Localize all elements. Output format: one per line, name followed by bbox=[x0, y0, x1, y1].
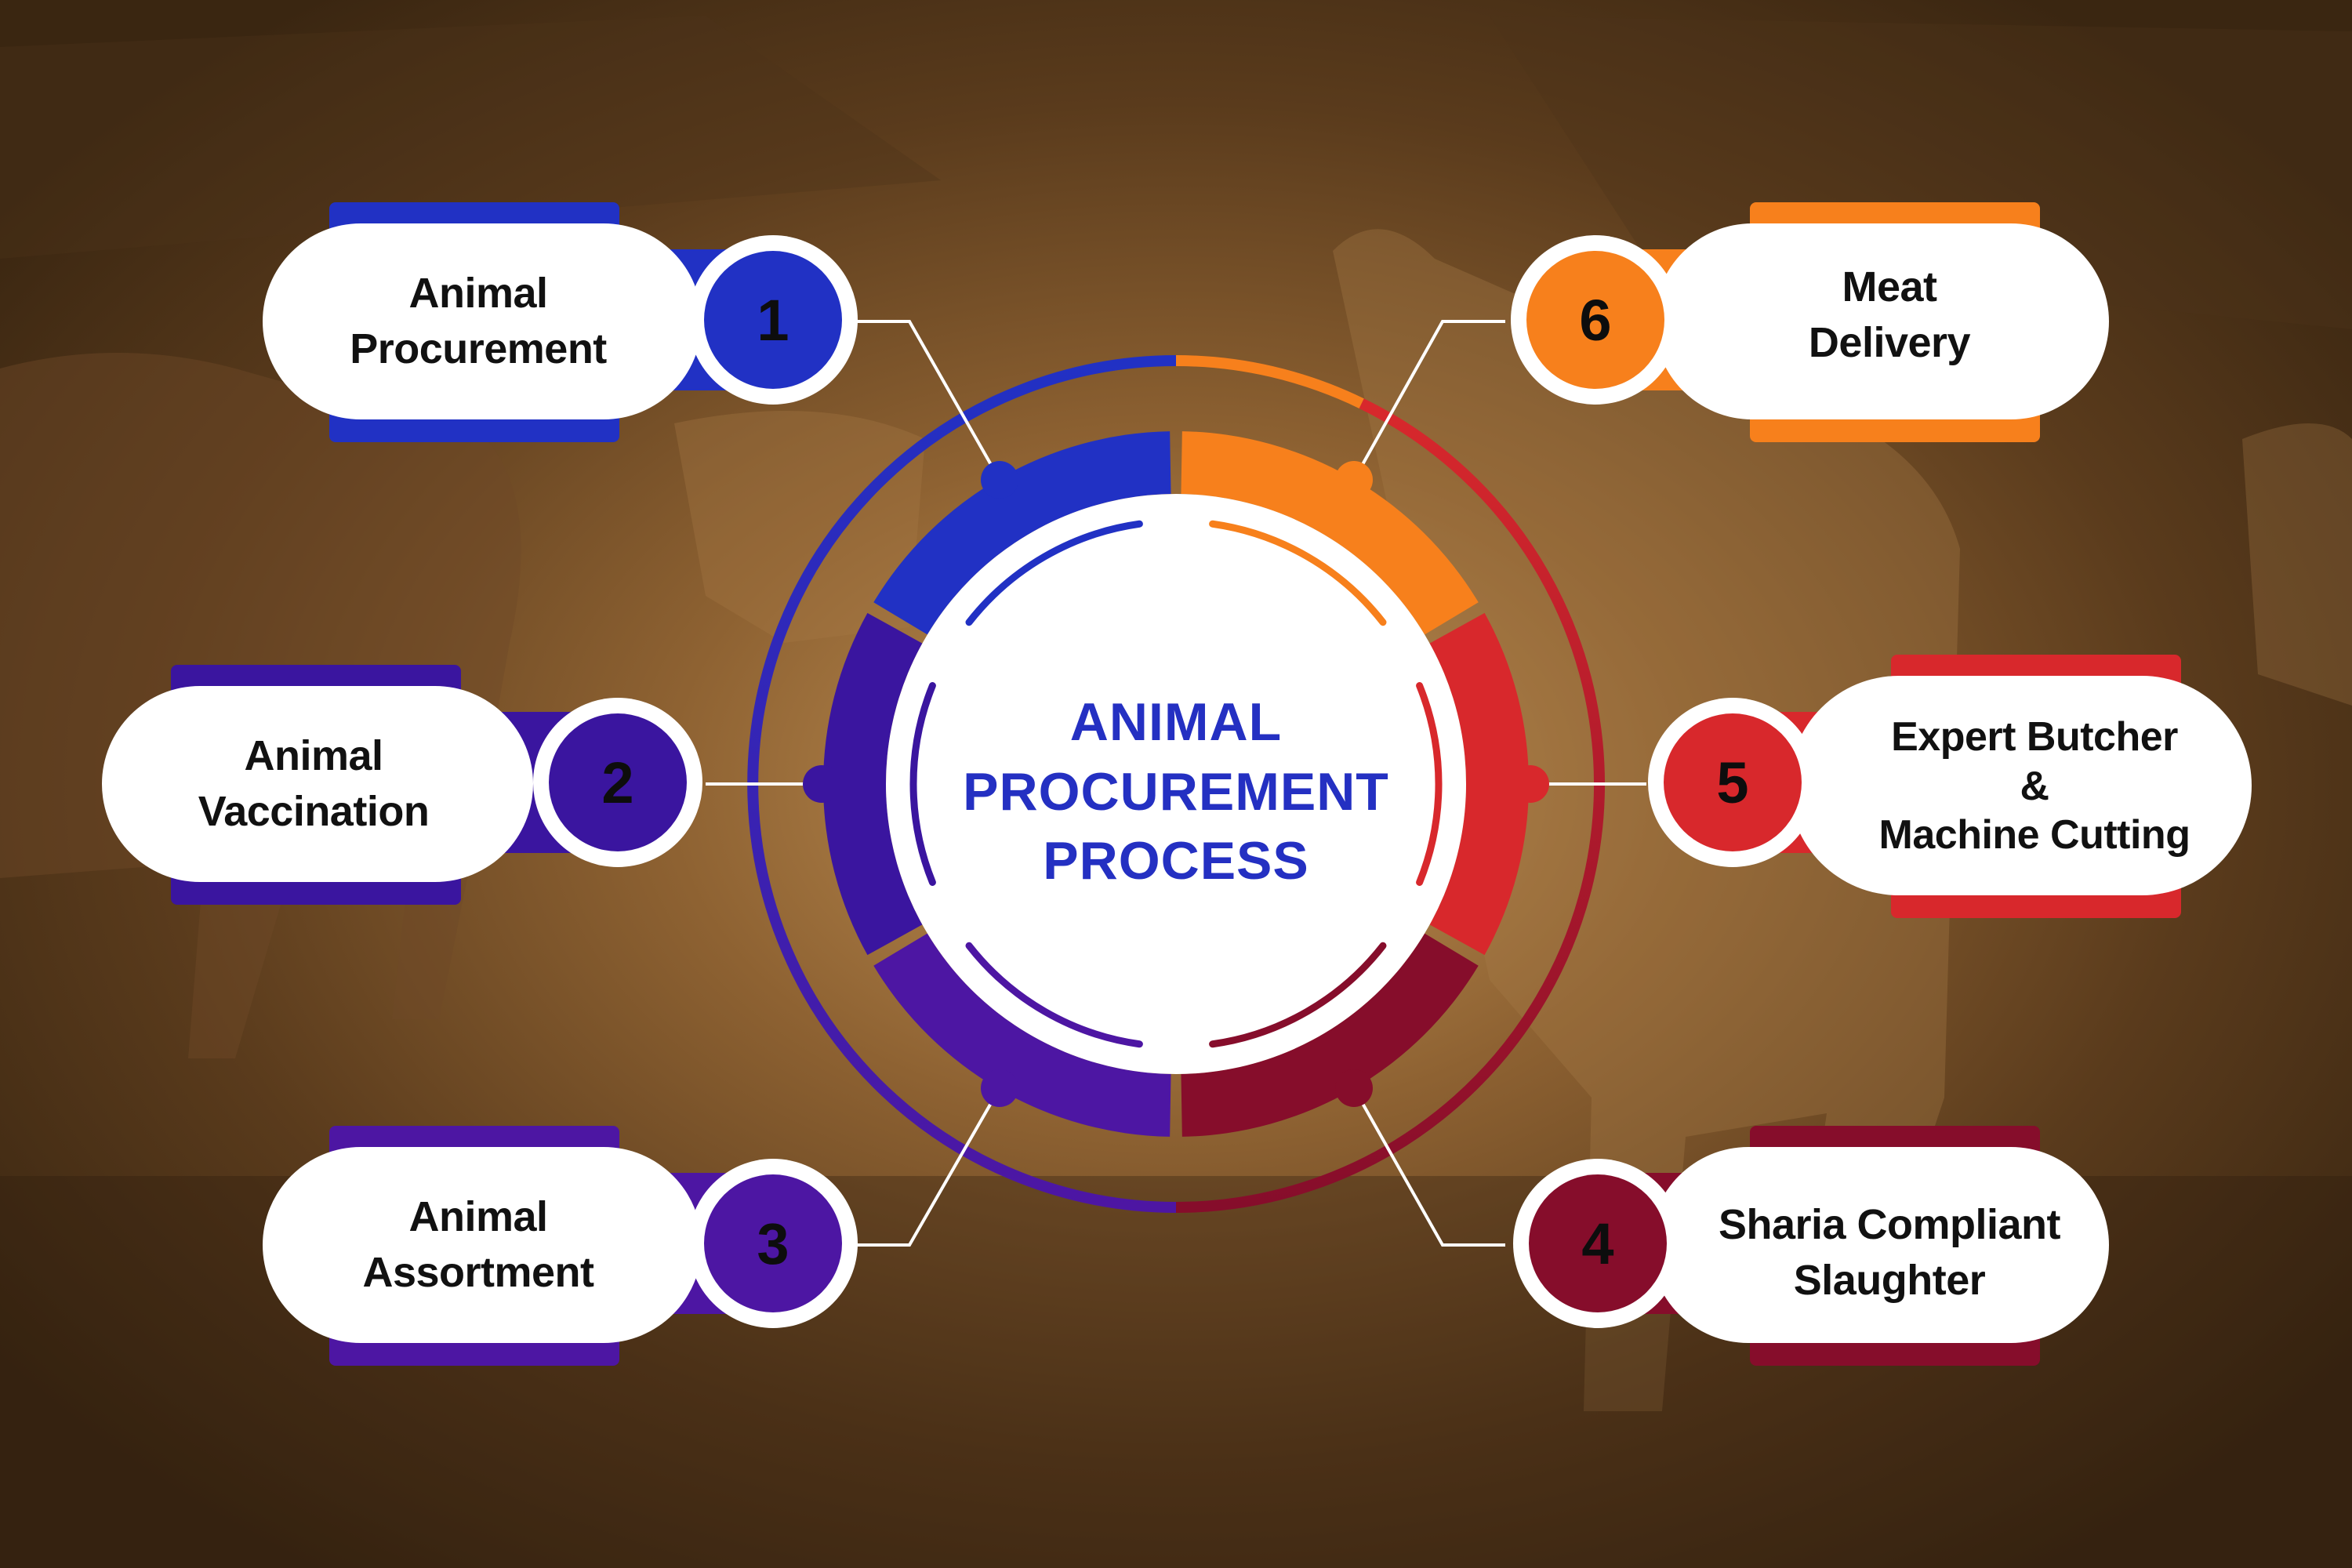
step-1-label: Animal Procurement bbox=[267, 227, 690, 416]
step-5-label-line-2: & bbox=[2020, 763, 2049, 809]
step-2-number: 2 bbox=[601, 750, 634, 815]
inner-ring-arc-3 bbox=[965, 942, 1143, 1048]
step-6-number: 6 bbox=[1579, 287, 1612, 353]
ring-segment-6 bbox=[1181, 431, 1479, 635]
step-3-number-circle bbox=[704, 1174, 842, 1312]
center-disc bbox=[886, 494, 1466, 1074]
step-6-pill bbox=[1654, 223, 2109, 419]
step-4-number-circle bbox=[1529, 1174, 1667, 1312]
connector-dot-5 bbox=[1512, 765, 1549, 803]
connector-dot-1 bbox=[981, 461, 1018, 499]
cow-silhouette-right bbox=[1333, 229, 1960, 1412]
center-title: ANIMAL PROCUREMENT PROCESS bbox=[894, 662, 1458, 921]
ring-segment-5 bbox=[1429, 612, 1529, 956]
step-4-label-line-1: Sharia Compliant bbox=[1718, 1200, 2061, 1248]
step-3-label: Animal Assortment bbox=[267, 1151, 690, 1339]
step-5-label-line-1: Expert Butcher bbox=[1891, 714, 2178, 760]
step-4-pill bbox=[1650, 1147, 2109, 1343]
step-1-pill bbox=[263, 223, 702, 419]
step-2-number-circle bbox=[549, 713, 687, 851]
inner-ring-arc-2 bbox=[909, 682, 936, 886]
barn-roof-left bbox=[0, 16, 941, 259]
step-2-label-line-2: Vaccination bbox=[198, 788, 430, 835]
step-3-number: 3 bbox=[757, 1210, 789, 1276]
inner-ring-arc-6 bbox=[1209, 520, 1387, 626]
outer-ring-top-orange bbox=[1175, 355, 1364, 408]
step-2-pill bbox=[102, 686, 533, 882]
step-5-number: 5 bbox=[1716, 750, 1749, 815]
center-title-line-2: PROCUREMENT bbox=[963, 761, 1389, 822]
ring-segment-4 bbox=[1181, 933, 1479, 1137]
step-1-label-line-2: Procurement bbox=[350, 325, 607, 372]
step-1-number: 1 bbox=[757, 287, 789, 353]
step-4-number: 4 bbox=[1581, 1210, 1614, 1276]
step-4-label-line-2: Slaughter bbox=[1793, 1257, 1986, 1304]
step-3-label-line-1: Animal bbox=[408, 1192, 548, 1240]
step-3-pill bbox=[263, 1147, 702, 1343]
step-5-number-circle bbox=[1664, 713, 1802, 851]
connector-dot-3 bbox=[981, 1069, 1018, 1107]
ring-segment-2 bbox=[823, 612, 923, 956]
inner-ring-arc-4 bbox=[1209, 942, 1387, 1048]
connector-dot-6 bbox=[1335, 461, 1373, 499]
center-title-line-3: PROCESS bbox=[1043, 831, 1309, 891]
step-5-label: Expert Butcher & Machine Cutting bbox=[1803, 681, 2266, 892]
step-6-label-line-2: Delivery bbox=[1808, 319, 1971, 366]
step-2-label-line-1: Animal bbox=[244, 731, 383, 779]
ring-segment-1 bbox=[873, 431, 1171, 635]
step-6-label-line-1: Meat bbox=[1842, 263, 1937, 310]
step-6-number-circle bbox=[1526, 251, 1664, 389]
cow-silhouette-far-right bbox=[2242, 423, 2352, 706]
inner-ring-arc-5 bbox=[1416, 682, 1443, 886]
connector-dot-2 bbox=[803, 765, 840, 803]
ring-segment-3 bbox=[873, 933, 1171, 1137]
center-title-line-1: ANIMAL bbox=[1069, 692, 1283, 753]
cow-silhouette-center bbox=[674, 411, 925, 643]
connector-line-4 bbox=[1352, 1087, 1505, 1247]
connector-dot-4 bbox=[1335, 1069, 1373, 1107]
connector-line-6 bbox=[1352, 320, 1505, 481]
step-3-label-line-2: Assortment bbox=[362, 1249, 594, 1296]
step-1-number-circle bbox=[704, 251, 842, 389]
step-5-pill bbox=[1789, 676, 2252, 895]
step-1-label-line-1: Animal bbox=[408, 269, 548, 317]
step-4-label: Sharia Compliant Slaughter bbox=[1666, 1159, 2113, 1347]
step-2-label: Animal Vaccination bbox=[110, 690, 517, 878]
step-6-label: Meat Delivery bbox=[1670, 221, 2109, 409]
inner-ring-arc-1 bbox=[965, 520, 1143, 626]
connector-line-1 bbox=[855, 320, 1001, 481]
connector-line-3 bbox=[855, 1087, 1001, 1247]
step-5-label-line-3: Machine Cutting bbox=[1878, 812, 2190, 858]
outer-ring-right bbox=[1175, 398, 1605, 1213]
